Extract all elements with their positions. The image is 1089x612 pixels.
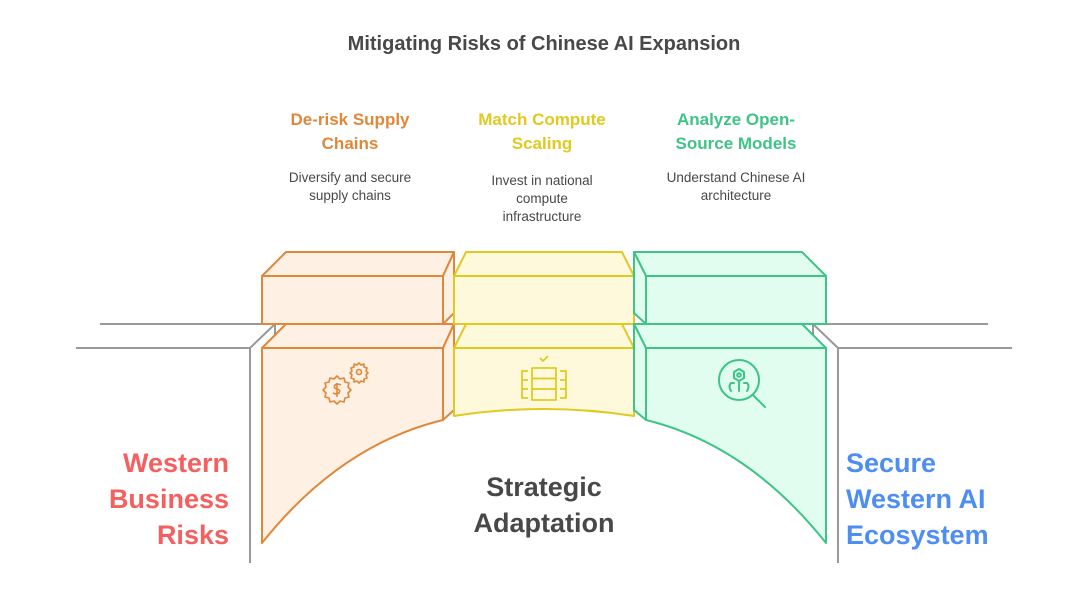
server-check-icon — [521, 355, 567, 401]
upper-top-face — [261, 251, 455, 277]
left-label-line-2: Business — [109, 484, 229, 514]
step-3-text: Analyze Open- Source Models Understand C… — [667, 110, 806, 203]
right-label-line-3: Ecosystem — [846, 520, 989, 550]
step-1-desc-line-2: supply chains — [309, 188, 391, 203]
left-label: Western Business Risks — [109, 448, 229, 550]
right-label-line-1: Secure — [846, 448, 936, 478]
step-3-desc-line-2: architecture — [701, 188, 772, 203]
step-2-title-line-2: Scaling — [512, 134, 572, 153]
step-3-desc-line-1: Understand Chinese AI — [667, 170, 806, 185]
step-2-desc-line-1: Invest in national — [491, 173, 592, 188]
left-label-line-1: Western — [123, 448, 229, 478]
center-label-line-2: Adaptation — [474, 508, 615, 538]
upper-front-face — [261, 275, 444, 325]
left-label-line-3: Risks — [157, 520, 229, 550]
upper-top-face — [453, 251, 635, 277]
lower-top-face — [633, 323, 827, 349]
lower-top-face — [453, 323, 635, 349]
step-1-desc-line-1: Diversify and secure — [289, 170, 411, 185]
step-1-title-line-2: Chains — [322, 134, 379, 153]
center-label: Strategic Adaptation — [474, 472, 615, 538]
lower-top-face — [261, 323, 455, 349]
block-match-compute-scaling[interactable] — [453, 251, 635, 417]
gear-dollar-icon — [322, 362, 369, 405]
step-3-title-line-2: Source Models — [676, 134, 797, 153]
upper-front-face — [453, 275, 635, 325]
upper-top-face — [633, 251, 827, 277]
lower-front-face — [261, 347, 444, 544]
step-2-text: Match Compute Scaling Invest in national… — [478, 110, 606, 224]
magnify-robot-icon — [718, 359, 766, 408]
step-2-desc-line-3: infrastructure — [503, 209, 582, 224]
right-label: Secure Western AI Ecosystem — [846, 448, 989, 550]
lower-front-face — [645, 347, 827, 544]
right-label-line-2: Western AI — [846, 484, 986, 514]
lower-front-face — [453, 347, 635, 417]
block-derisk-supply-chains[interactable] — [261, 251, 455, 544]
step-2-desc-line-2: compute — [516, 191, 568, 206]
step-1-text: De-risk Supply Chains Diversify and secu… — [289, 110, 411, 203]
ground-lines — [76, 323, 1012, 563]
center-label-line-1: Strategic — [486, 472, 602, 502]
diagram-title: Mitigating Risks of Chinese AI Expansion — [348, 33, 741, 55]
right-ground-diagonal — [812, 323, 839, 349]
left-ground-diagonal — [249, 323, 276, 349]
block-analyze-open-source-models[interactable] — [633, 251, 827, 544]
step-1-title-line-1: De-risk Supply — [290, 110, 410, 129]
step-2-title-line-1: Match Compute — [478, 110, 606, 129]
upper-front-face — [645, 275, 827, 325]
step-3-title-line-1: Analyze Open- — [677, 110, 795, 129]
